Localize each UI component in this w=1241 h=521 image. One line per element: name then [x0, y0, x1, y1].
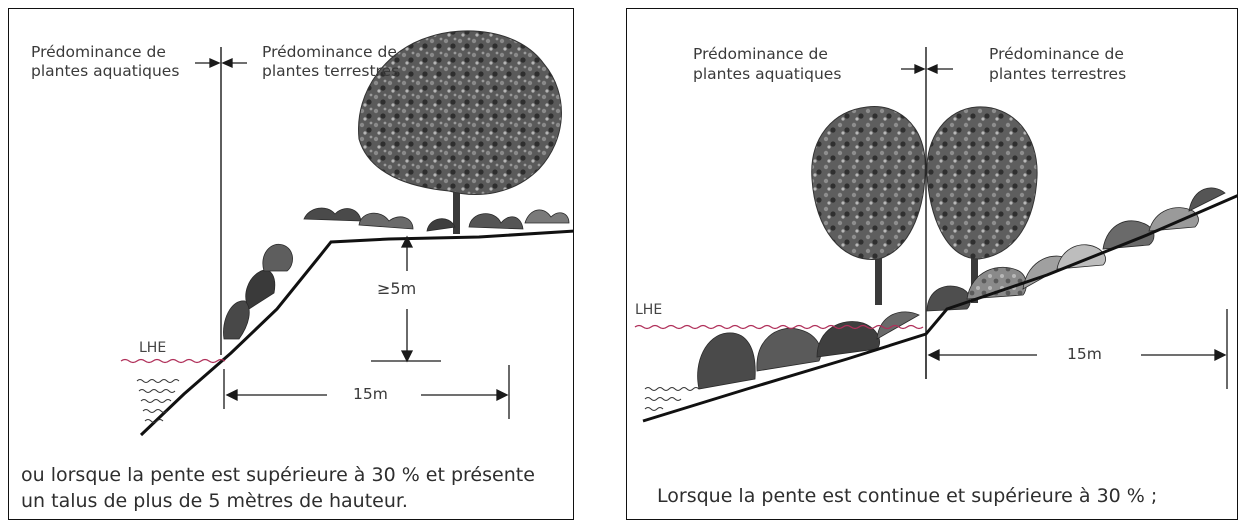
label-aquatic-line2: plantes aquatiques: [31, 62, 180, 80]
distance-label: 15m: [1067, 345, 1102, 363]
caption: Lorsque la pente est continue et supérie…: [657, 485, 1158, 507]
shrubs-slope: [697, 187, 1226, 390]
label-terrestrial-line2: plantes terrestres: [989, 65, 1127, 83]
height-label: ≥5m: [377, 279, 417, 298]
right-diagram-drawing: [634, 47, 1237, 423]
shrubs-top: [223, 207, 570, 340]
distance-label: 15m: [353, 385, 388, 403]
lhe-label: LHE: [139, 340, 167, 356]
bank-profile: [139, 229, 573, 437]
tree-right: [926, 106, 1038, 303]
label-terrestrial-line1: Prédominance de: [262, 43, 397, 61]
tree-large: [358, 30, 562, 234]
lhe-waterline: [634, 324, 924, 330]
slope-profile: [642, 194, 1237, 423]
diagram-panel-left: Prédominance de plantes aquatiques Prédo…: [8, 8, 574, 520]
distance-dimension: [223, 365, 510, 419]
water-ripples: [136, 379, 180, 423]
label-aquatic-line1: Prédominance de: [693, 45, 828, 63]
tree-left: [811, 106, 926, 305]
left-diagram-drawing: [120, 30, 573, 437]
lhe-label: LHE: [635, 302, 663, 318]
label-aquatic-line2: plantes aquatiques: [693, 65, 842, 83]
label-terrestrial-line1: Prédominance de: [989, 45, 1124, 63]
label-aquatic-line1: Prédominance de: [31, 43, 166, 61]
caption-line2: un talus de plus de 5 mètres de hauteur.: [21, 490, 408, 512]
height-dimension: [371, 235, 441, 363]
boundary-arrows: [901, 63, 953, 75]
lhe-waterline: [120, 358, 226, 364]
diagram-panel-right: Prédominance de plantes aquatiques Prédo…: [626, 8, 1238, 520]
label-terrestrial-line2: plantes terrestres: [262, 62, 400, 80]
water-ripples: [644, 387, 700, 411]
boundary-arrows: [195, 57, 247, 69]
caption-line1: ou lorsque la pente est supérieure à 30 …: [21, 464, 535, 486]
distance-dimension: [925, 309, 1228, 389]
